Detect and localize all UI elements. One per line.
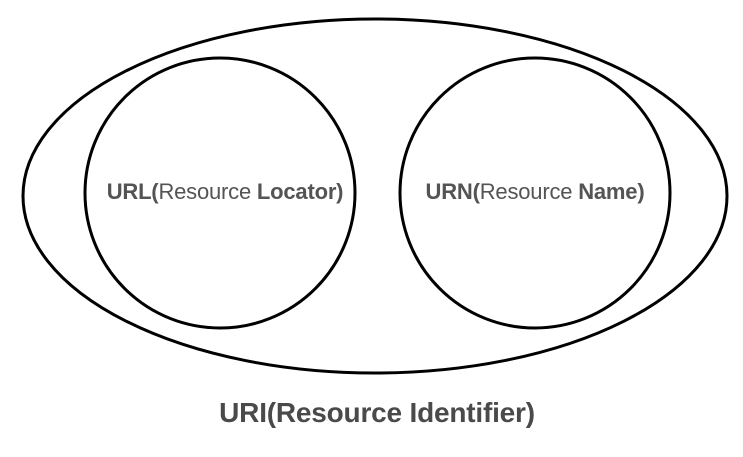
url-circle (83, 56, 357, 330)
uri-caption: URI(Resource Identifier) (219, 397, 535, 428)
urn-circle-label: URN(Resource Name) (426, 179, 645, 205)
url-label-regular: Resource (158, 179, 257, 204)
urn-label-bold-close: Name) (578, 179, 645, 204)
uri-outer-ellipse (21, 17, 729, 375)
url-label-bold-open: URL( (106, 179, 159, 204)
urn-circle (398, 56, 672, 330)
urn-label-regular: Resource (479, 179, 579, 204)
url-circle-label: URL(Resource Locator) (107, 179, 344, 205)
url-label-bold-close: Locator) (256, 179, 344, 204)
urn-label-bold-open: URN( (425, 179, 480, 204)
